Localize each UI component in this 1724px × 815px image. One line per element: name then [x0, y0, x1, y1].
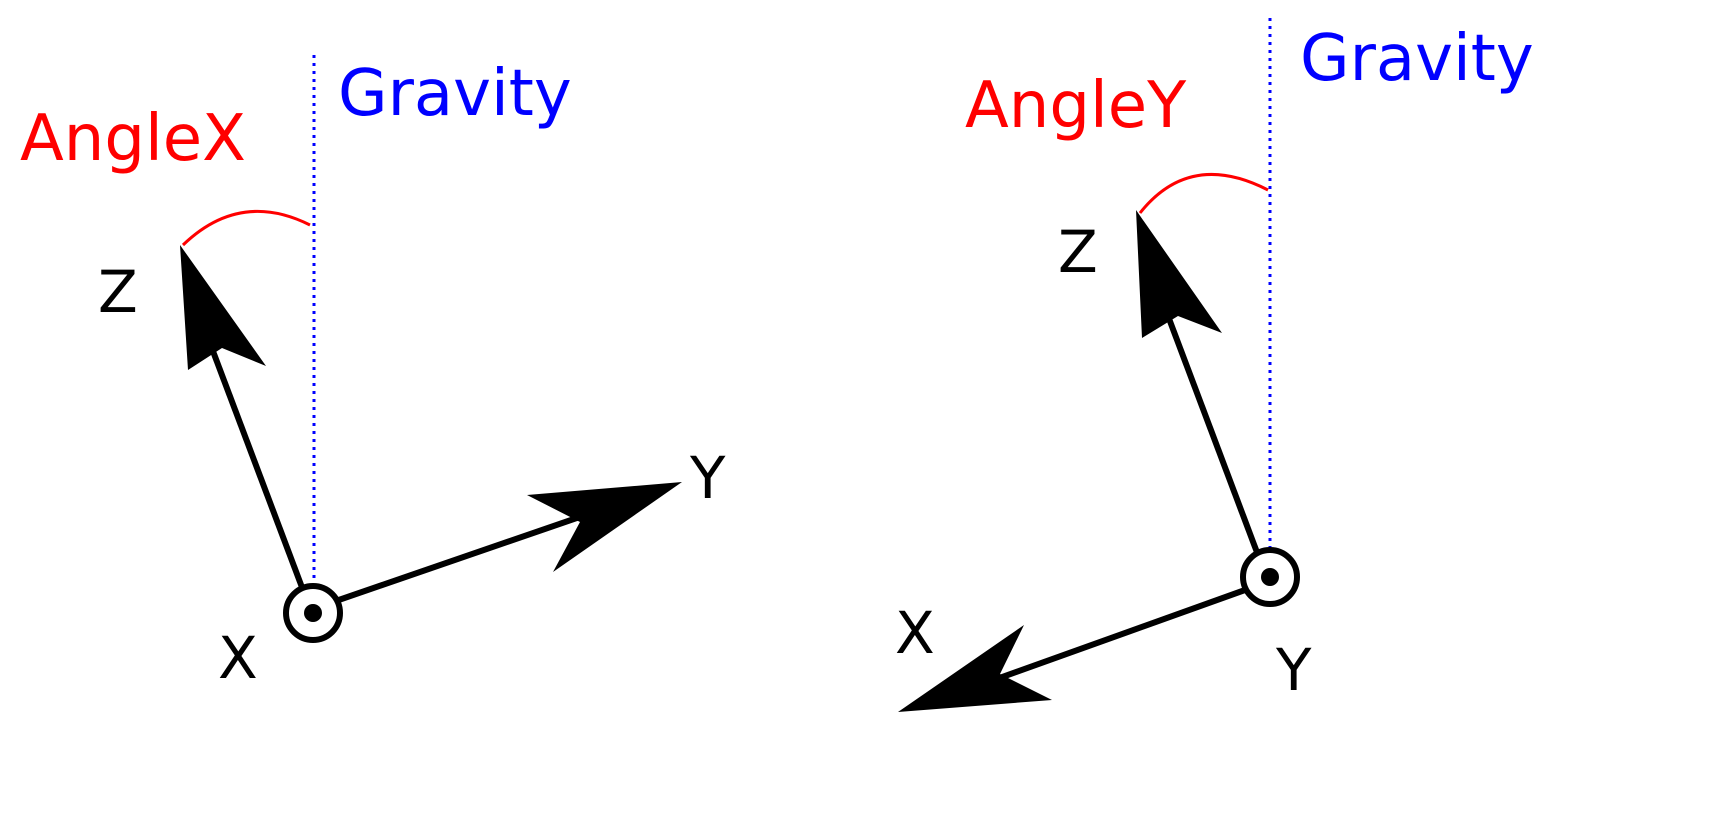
y-axis-shaft: [329, 507, 601, 606]
y-axis-arrowhead: [527, 482, 682, 572]
gravity-label-right: Gravity: [1300, 22, 1534, 96]
z-axis-shaft: [202, 328, 306, 592]
x-axis-label-right: X: [895, 599, 935, 667]
z-axis-label-left: Z: [98, 258, 138, 326]
panel-angle-y: AngleY Gravity Z X Y: [895, 18, 1534, 712]
angle-x-label: AngleX: [20, 102, 246, 176]
x-axis-arrowhead: [898, 625, 1052, 712]
gravity-label-left: Gravity: [338, 57, 572, 131]
z-axis-arrowhead: [180, 245, 266, 370]
angle-y-label: AngleY: [965, 69, 1187, 143]
y-axis-out-of-page-dot: [1261, 568, 1279, 586]
angle-x-arc: [181, 209, 311, 247]
angle-y-arc: [1138, 172, 1269, 214]
x-axis-label-left: X: [218, 624, 258, 692]
y-axis-label-right: Y: [1275, 636, 1312, 704]
y-axis-label-left: Y: [689, 444, 726, 512]
z-axis-shaft: [1159, 298, 1261, 557]
x-axis-shaft: [978, 587, 1247, 688]
z-axis-arrowhead: [1136, 210, 1222, 338]
z-axis-label-right: Z: [1058, 218, 1098, 286]
panel-angle-x: AngleX Gravity Z Y X: [20, 55, 726, 692]
x-axis-out-of-page-dot: [304, 604, 322, 622]
